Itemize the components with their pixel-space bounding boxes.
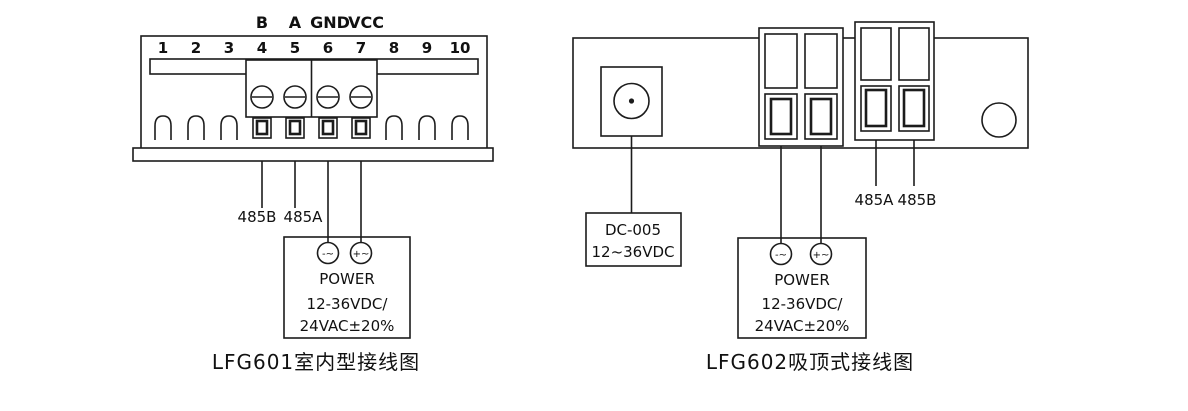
wire-port — [860, 85, 892, 132]
dc-plug-model: DC-005 — [605, 221, 661, 239]
lfg602-diagram: DC-005 12~36VDC -~ +~ POWER 12-36VDC/ 24… — [572, 21, 1029, 374]
rs485-connector-block — [854, 21, 935, 141]
power-box — [283, 236, 411, 339]
dc-plug-volts: 12~36VDC — [591, 243, 674, 261]
pin-label-gnd: GND — [310, 13, 350, 32]
power-volts2: 24VAC±20% — [755, 317, 850, 335]
power-box — [737, 237, 867, 339]
terminal-number: 7 — [356, 39, 366, 57]
connector-lever — [764, 33, 798, 89]
terminal-number: 9 — [422, 39, 432, 57]
connector-lever — [804, 33, 838, 89]
power-volts2: 24VAC±20% — [300, 317, 395, 335]
power-pos-symbol: +~ — [813, 250, 830, 261]
terminal-number: 5 — [290, 39, 300, 57]
pin-label-vcc: VCC — [348, 13, 384, 32]
power-pos-symbol: +~ — [353, 249, 370, 260]
wire-port-opening — [809, 97, 833, 136]
power-neg-symbol: -~ — [775, 250, 787, 261]
power-pos-terminal-icon — [809, 242, 833, 266]
spring-clip — [385, 115, 403, 140]
terminal-number: 8 — [389, 39, 399, 57]
wire-port — [804, 93, 838, 140]
connector-lever — [898, 27, 930, 81]
dc-jack-barrel-icon — [613, 82, 650, 120]
terminal-number: 1 — [158, 39, 168, 57]
wire-label-485a: 485A — [855, 191, 895, 209]
wire-port-opening — [864, 88, 888, 128]
wire-port-opening — [321, 119, 335, 136]
pin-label-b: B — [256, 13, 268, 32]
wire-port — [318, 117, 338, 139]
wire-port-opening — [354, 119, 368, 136]
lfg602-caption: LFG602吸顶式接线图 — [706, 350, 914, 374]
power-pos-terminal-icon — [349, 241, 373, 265]
wire-port — [351, 117, 371, 139]
wire-port — [252, 117, 272, 139]
wire-port — [898, 85, 930, 132]
terminal-number: 10 — [450, 39, 471, 57]
wire-label-485a: 485A — [284, 208, 324, 226]
spring-clip — [220, 115, 238, 140]
lfg601-caption: LFG601室内型接线图 — [212, 350, 420, 374]
power-volts1: 12-36VDC/ — [307, 295, 389, 313]
power-title: POWER — [774, 271, 830, 289]
power-title: POWER — [319, 270, 375, 288]
power-neg-terminal-icon — [769, 242, 793, 266]
dc-jack-pin-icon — [628, 98, 635, 104]
terminal-number: 4 — [257, 39, 267, 57]
pin-label-a: A — [289, 13, 302, 32]
spring-clip — [154, 115, 172, 140]
wire-label-485b: 485B — [898, 191, 937, 209]
wire-port — [285, 117, 305, 139]
lfg601-diagram: B A GND VCC 1 2 3 4 5 6 7 8 9 10 — [132, 13, 494, 374]
base-rail — [132, 147, 494, 162]
power-neg-symbol: -~ — [322, 249, 334, 260]
wire-port — [764, 93, 798, 140]
power-volts1: 12-36VDC/ — [762, 295, 844, 313]
wire-port-opening — [255, 119, 269, 136]
wire-port-opening — [769, 97, 793, 136]
dc-plug-box — [585, 212, 682, 267]
wire-port-opening — [288, 119, 302, 136]
terminal-number: 3 — [224, 39, 234, 57]
power-neg-terminal-icon — [316, 241, 340, 265]
wire-port-opening — [902, 88, 926, 128]
mounting-hole-icon — [981, 102, 1017, 138]
terminal-number: 2 — [191, 39, 201, 57]
spring-clip — [451, 115, 469, 140]
connector-lever — [860, 27, 892, 81]
power-connector-block — [758, 27, 844, 147]
spring-clip — [418, 115, 436, 140]
spring-clip — [187, 115, 205, 140]
wire-label-485b: 485B — [238, 208, 277, 226]
terminal-number: 6 — [323, 39, 333, 57]
